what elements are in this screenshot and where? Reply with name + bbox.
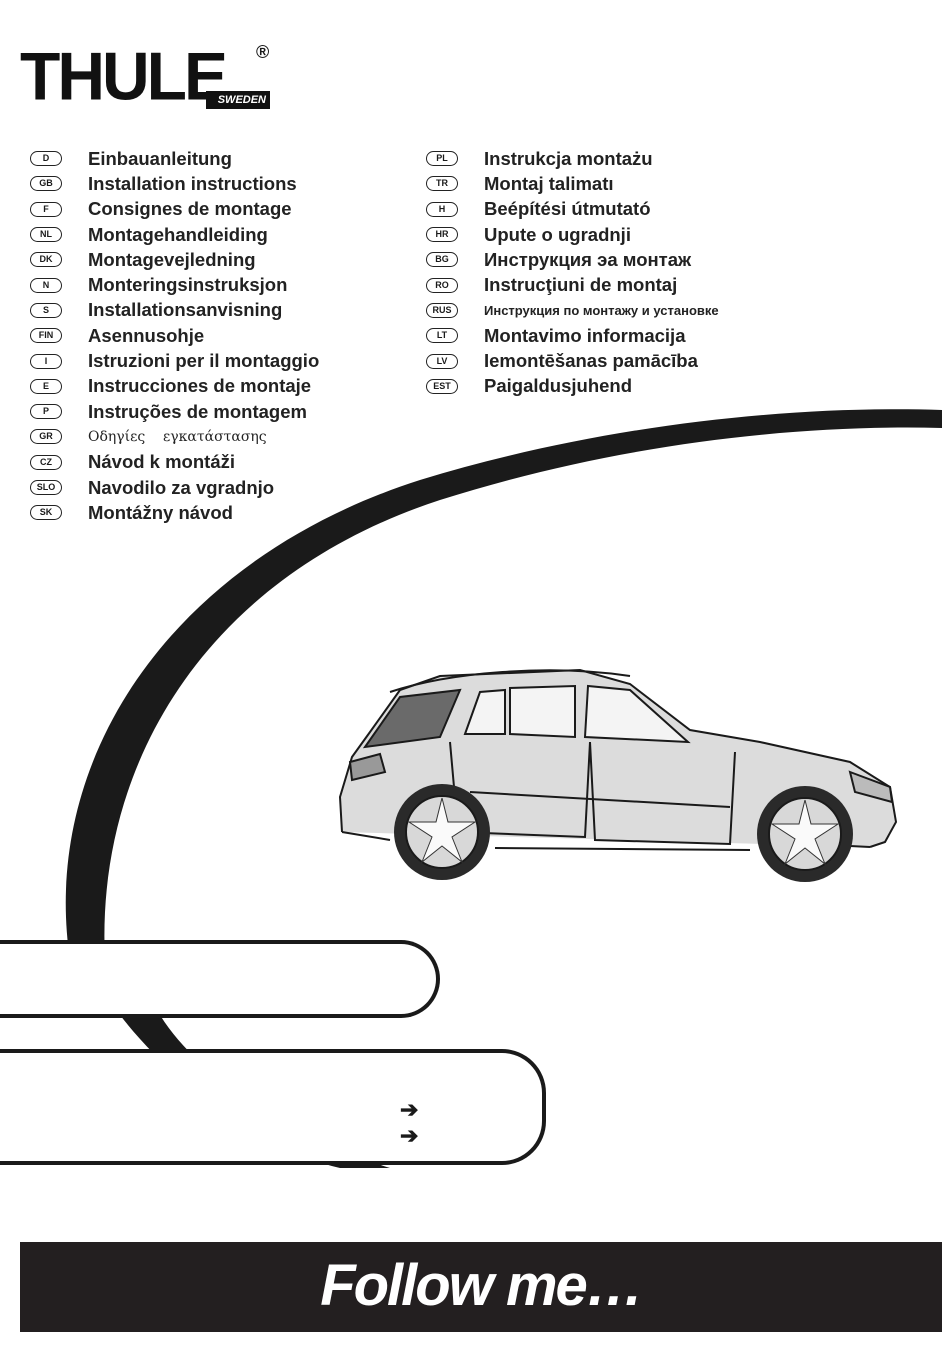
language-item: F Consignes de montage [30,197,319,222]
language-code-badge: RUS [426,302,458,318]
rear-wheel [394,784,490,880]
language-item: GR Οδηγίες εγκατάστασης [30,424,319,449]
language-item: FIN Asennusohje [30,323,319,348]
language-item: PL Instrukcja montażu [426,146,719,171]
thule-logo: THULE ® SWEDEN [20,38,280,116]
footer-tagline: Follow me… [320,1253,644,1318]
language-item: RO Instrucţiuni de montaj [426,272,719,297]
language-item: EST Paigaldusjuhend [426,374,719,399]
language-item: S Installationsanvisning [30,298,319,323]
language-code-badge: CZ [30,454,62,470]
language-item: SK Montážny návod [30,500,319,525]
brand-name: THULE [20,38,228,114]
language-title: Paigaldusjuhend [484,375,633,397]
language-title: Návod k montáži [88,451,235,473]
language-code-badge: TR [426,176,458,192]
language-code-badge: F [30,201,62,217]
language-item: HR Upute o ugradnji [426,222,719,247]
language-code-badge: PL [426,151,458,167]
language-code-badge: FIN [30,328,62,344]
language-list-left: D Einbauanleitung GB Installation instruct… [30,146,319,525]
language-title: Instrucciones de montaje [88,375,312,397]
language-title: Installation instructions [88,172,297,194]
language-item: DK Montagevejledning [30,247,319,272]
language-title: Navodilo za vgradnjo [88,476,275,498]
language-item: BG Инструкция эа монтаж [426,247,719,272]
language-code-badge: I [30,353,62,369]
language-title: Montážny návod [88,501,233,523]
language-title: Инструкция по монтажу и установке [484,302,719,318]
suv-car-illustration [338,668,898,882]
language-title: Iemontēšanas pamācība [484,350,698,372]
right-arrow-icon: ➔ [400,1123,419,1148]
language-title: Montaj talimatı [484,172,614,194]
language-code-badge: BG [426,252,458,268]
language-title: Instrukcja montażu [484,147,653,169]
language-item: NL Montagehandleiding [30,222,319,247]
language-item: CZ Návod k montáži [30,450,319,475]
language-code-badge: RO [426,277,458,293]
language-code-badge: SLO [30,480,62,495]
language-code-badge: GR [30,429,62,445]
language-title: Instrucţiuni de montaj [484,274,678,296]
language-code-badge: P [30,404,62,420]
language-code-badge: D [30,151,62,167]
language-code-badge: H [426,201,458,217]
language-title: Beépítési útmutató [484,198,651,220]
language-title: Instruções de montagem [88,400,307,422]
language-item: H Beépítési útmutató [426,197,719,222]
language-title: Consignes de montage [88,198,292,220]
language-item: E Instrucciones de montaje [30,374,319,399]
language-title: Monteringsinstruksjon [88,274,288,296]
language-title: Einbauanleitung [88,147,232,169]
language-code-badge: HR [426,227,458,243]
language-item: LV Iemontēšanas pamācība [426,348,719,373]
language-code-badge: E [30,378,62,394]
front-wheel [757,786,853,882]
registered-mark: ® [256,42,270,62]
info-box-top [0,940,440,1018]
info-box-bottom [0,1049,546,1165]
language-code-badge: NL [30,227,62,243]
language-code-badge: DK [30,252,62,268]
brand-sub: SWEDEN [206,91,270,109]
language-item: TR Montaj talimatı [426,171,719,196]
language-item: GB Installation instructions [30,171,319,196]
language-title: Installationsanvisning [88,299,283,321]
language-code-badge: S [30,302,62,318]
footer-banner: Follow me… [20,1242,942,1332]
language-code-badge: LV [426,353,458,369]
language-title: Инструкция эа монтаж [484,248,692,270]
language-item: SLO Navodilo za vgradnjo [30,475,319,500]
right-arrow-icon: ➔ [400,1097,419,1122]
language-item: P Instruções de montagem [30,399,319,424]
language-item: LT Montavimo informacija [426,323,719,348]
language-title: Montagehandleiding [88,223,268,245]
language-title: Οδηγίες εγκατάστασης [88,428,267,445]
language-code-badge: SK [30,505,62,521]
language-list-right: PL Instrukcja montażu TR Montaj talimatı H… [426,146,719,399]
language-title: Asennusohje [88,324,205,346]
language-title: Upute o ugradnji [484,223,631,245]
language-title: Istruzioni per il montaggio [88,350,320,372]
language-title: Montavimo informacija [484,324,686,346]
language-code-badge: N [30,277,62,293]
language-code-badge: LT [426,328,458,344]
language-code-badge: GB [30,176,62,192]
language-item: D Einbauanleitung [30,146,319,171]
language-code-badge: EST [426,378,458,394]
language-item: N Monteringsinstruksjon [30,272,319,297]
language-title: Montagevejledning [88,248,256,270]
language-item: RUS Инструкция по монтажу и установке [426,298,719,323]
language-item: I Istruzioni per il montaggio [30,348,319,373]
